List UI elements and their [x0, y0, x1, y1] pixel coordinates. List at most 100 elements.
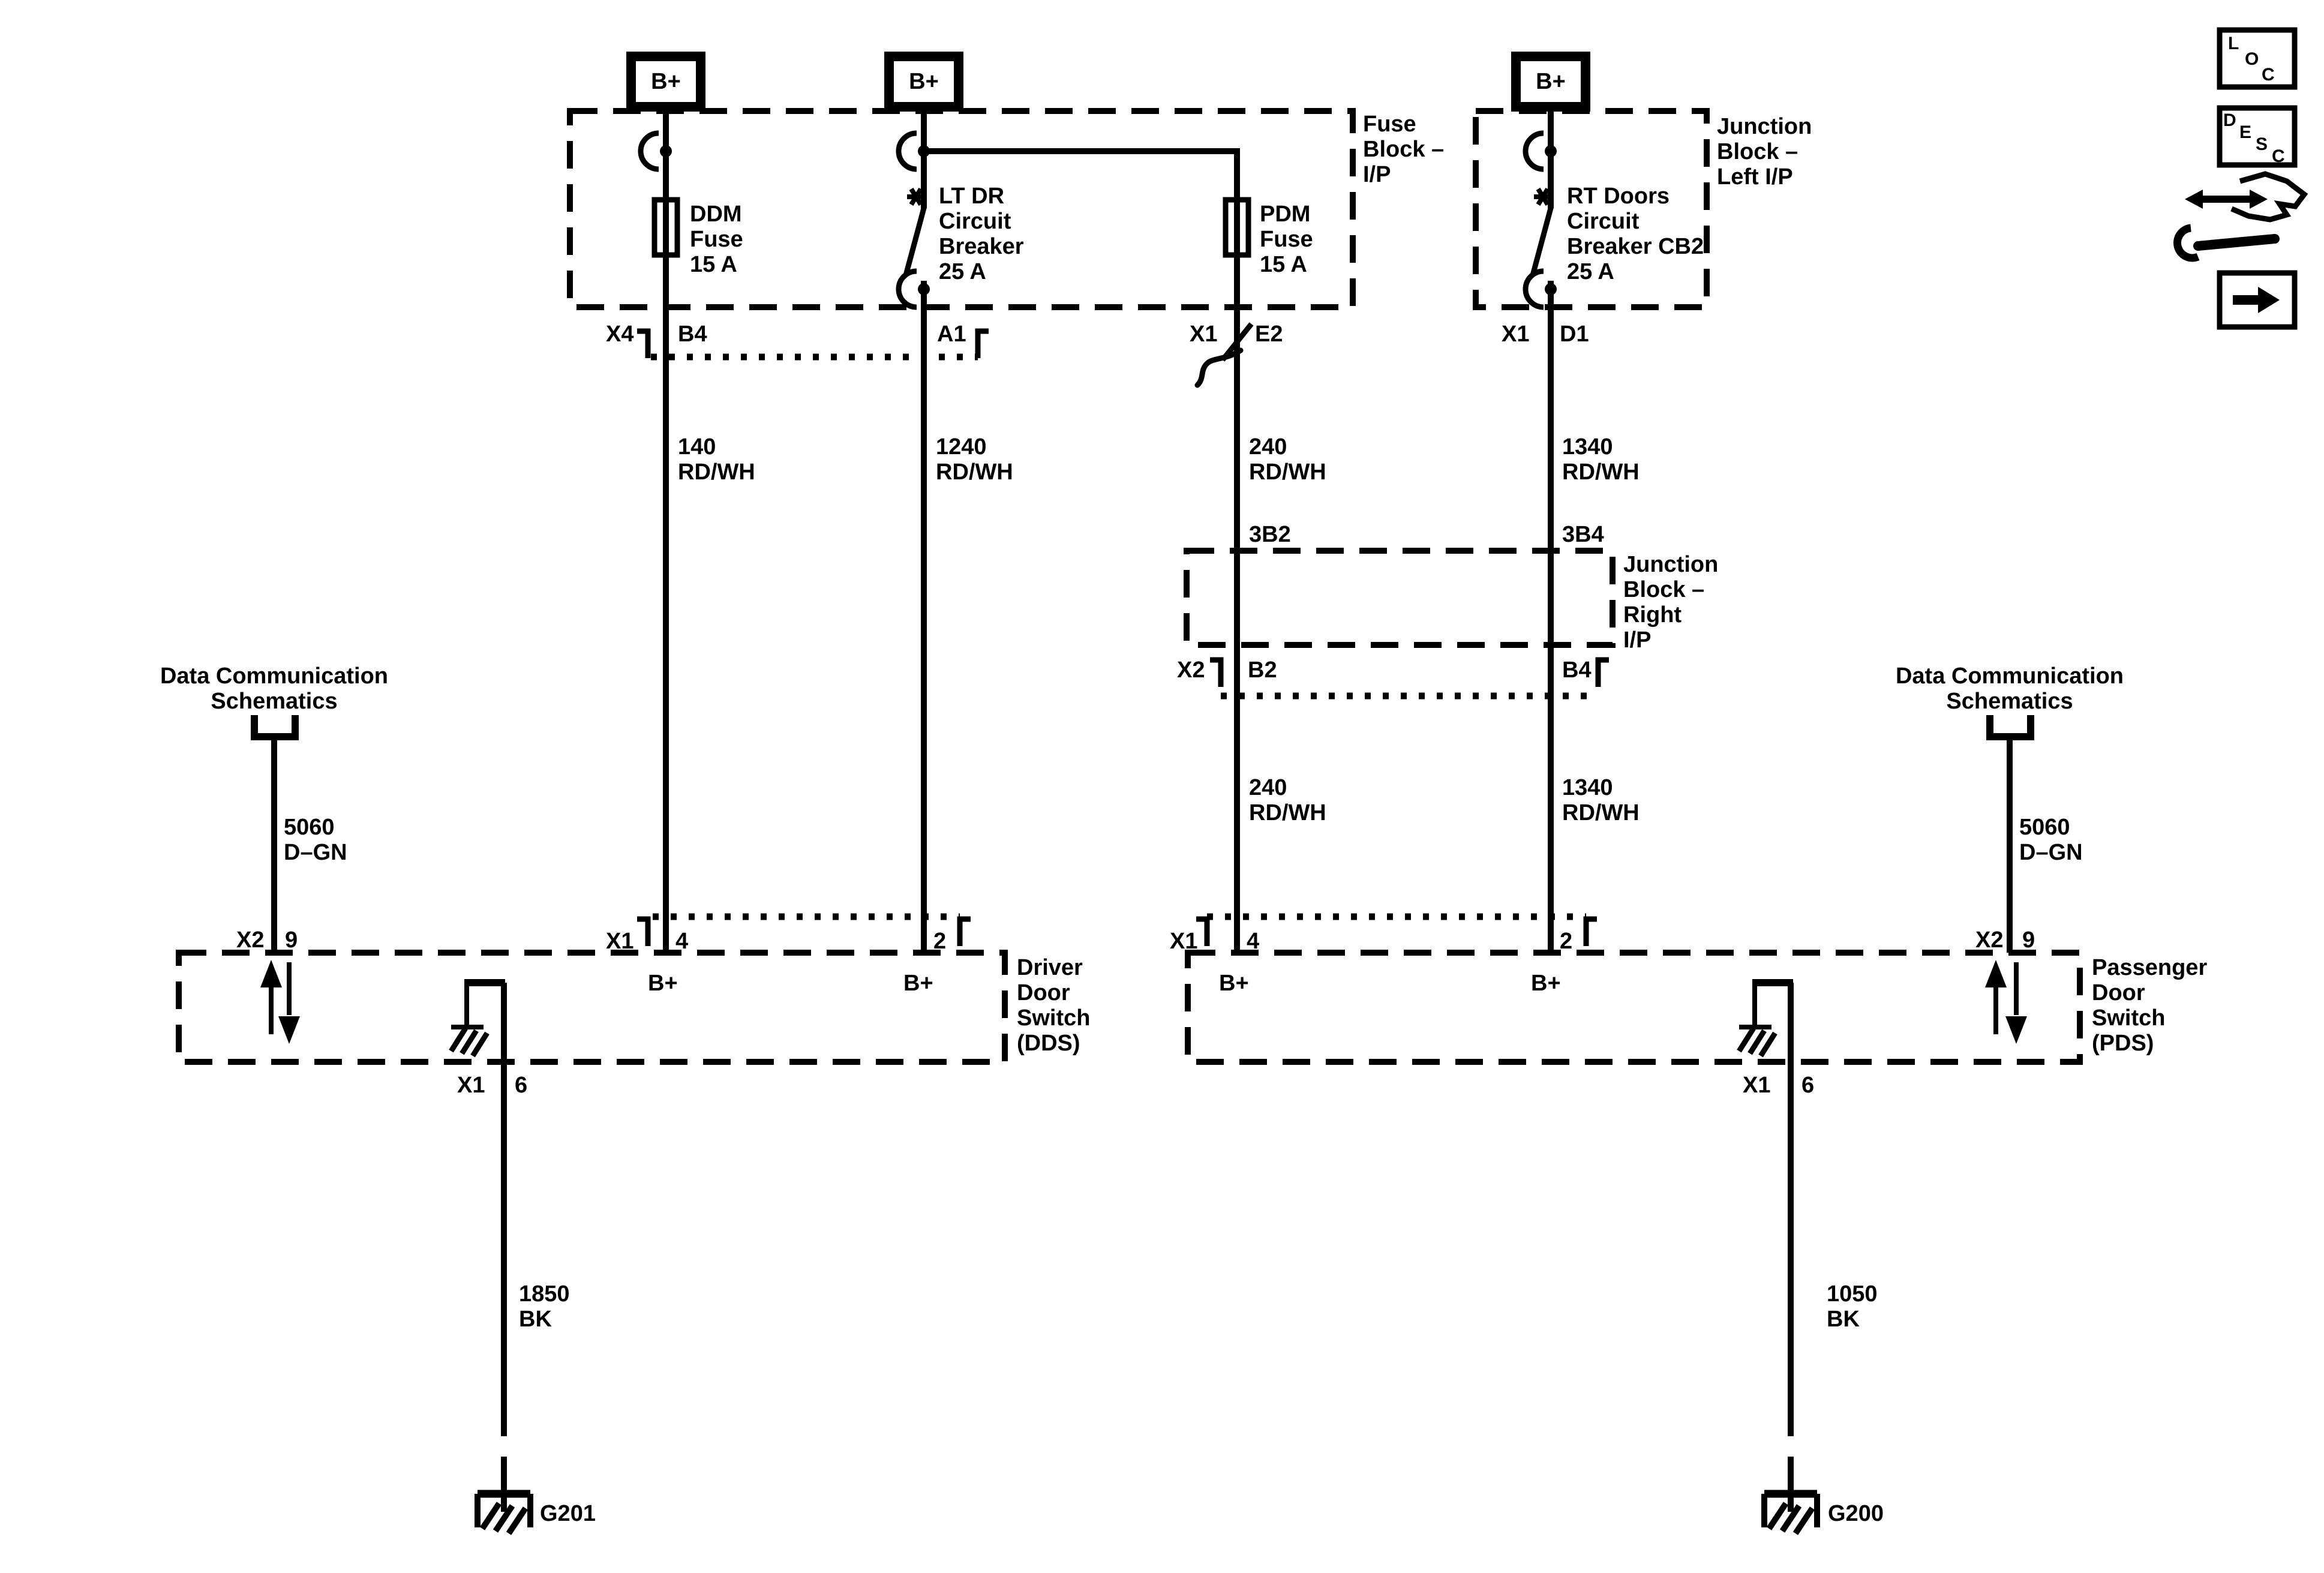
ddm-fuse-symbol: [651, 197, 680, 258]
wire-1340-circuit-a: 1340: [1562, 434, 1613, 460]
loc-letter-l: L: [2228, 34, 2239, 53]
junction-left-title-1: Junction: [1717, 114, 1812, 139]
pds-internal-ground: [1737, 979, 1793, 1058]
ground-g200-label: G200: [1828, 1501, 1884, 1526]
bplus-tap-box-1: [626, 52, 705, 112]
wire-1340-color-a: RD/WH: [1562, 460, 1640, 485]
ground-symbol-g201: [475, 1490, 533, 1535]
pin-x1-pds-gnd: X1: [1743, 1073, 1771, 1098]
junction-right-title-4: I/P: [1623, 628, 1652, 653]
rtdoors-breaker-label-2: Circuit: [1567, 209, 1640, 234]
pin-x1-dds-gnd: X1: [457, 1073, 485, 1098]
desc-letter-e: E: [2239, 122, 2252, 142]
dds-internal-ground: [449, 979, 505, 1058]
dcs-title-right-2: Schematics: [1946, 689, 2073, 714]
wire-240-circuit-b: 240: [1249, 775, 1287, 800]
dds-title-1: Driver: [1017, 955, 1083, 980]
junction-block-left-box: [1473, 108, 1710, 310]
pin-3b4: 3B4: [1562, 522, 1604, 547]
ltdr-breaker-label-2: Circuit: [939, 209, 1011, 234]
offpage-bracket-left: [251, 715, 299, 740]
pin-b2-jbr: B2: [1248, 658, 1277, 683]
wire-1340-color-b: RD/WH: [1562, 800, 1640, 825]
desc-button[interactable]: [2217, 105, 2298, 168]
rtdoors-breaker-label-3: Breaker CB2: [1567, 234, 1704, 259]
loc-letter-c: C: [2262, 65, 2275, 85]
junction-right-title-3: Right: [1623, 602, 1682, 628]
pin-d1: D1: [1560, 322, 1589, 347]
harness-clip-symbol: [1194, 347, 1244, 388]
ltdr-breaker-label-1: LT DR: [939, 184, 1005, 209]
pin-x2-jbr: X2: [1177, 658, 1205, 683]
pin-3b2: 3B2: [1249, 522, 1291, 547]
pin-x1-pdm: X1: [1190, 322, 1218, 347]
pds-title-1: Passenger: [2092, 955, 2208, 980]
dds-title-2: Door: [1017, 980, 1070, 1005]
dcs-title-left-2: Schematics: [211, 689, 338, 714]
offpage-bracket-right: [1986, 715, 2034, 740]
wire-240-circuit-a: 240: [1249, 434, 1287, 460]
desc-letter-c: C: [2272, 146, 2285, 166]
pds-bplus-1: B+: [1219, 971, 1249, 996]
ltdr-breaker-label-4: 25 A: [939, 259, 986, 284]
wire-1850-color: BK: [519, 1307, 552, 1332]
ground-symbol-g200: [1761, 1490, 1820, 1535]
wire-140-circuit: 140: [678, 434, 716, 460]
dds-title-4: (DDS): [1017, 1031, 1080, 1056]
wire-240-color-b: RD/WH: [1249, 800, 1326, 825]
wire-1240-circuit: 1240: [936, 434, 987, 460]
pds-bplus-2: B+: [1531, 971, 1561, 996]
terminal-hook-rtdoors-top: [1523, 130, 1557, 172]
ltdr-breaker-symbol: [903, 187, 927, 276]
wire-5060-circuit-left: 5060: [284, 815, 335, 840]
ground-g201-label: G201: [540, 1501, 596, 1526]
connector-row-dds: [637, 913, 971, 946]
bplus-tap-label-3: B+: [1536, 69, 1566, 94]
pin-6-pds: 6: [1801, 1073, 1815, 1098]
repair-tool-icon[interactable]: [2173, 171, 2308, 262]
loc-button[interactable]: [2217, 27, 2298, 90]
junction-left-title-3: Left I/P: [1717, 164, 1793, 190]
pin-9-pds: 9: [2022, 927, 2035, 953]
pds-title-3: Switch: [2092, 1005, 2166, 1031]
connector-row-junction-right: [1210, 657, 1609, 700]
pin-a1: A1: [937, 322, 966, 347]
junction-left-title-2: Block –: [1717, 139, 1798, 164]
junction-right-title-2: Block –: [1623, 577, 1705, 602]
window-down-arrow-pds: [2005, 962, 2027, 1044]
ddm-fuse-label-3: 15 A: [690, 252, 737, 277]
pin-2-pds: 2: [1560, 929, 1573, 954]
wire-1850-circuit: 1850: [519, 1281, 570, 1307]
pin-6-dds: 6: [515, 1073, 528, 1098]
desc-letter-s: S: [2256, 134, 2268, 154]
pin-x1-rtdoors: X1: [1502, 322, 1530, 347]
fuse-block-title-3: I/P: [1363, 162, 1391, 187]
ddm-fuse-label-2: Fuse: [690, 227, 743, 252]
rtdoors-breaker-label-4: 25 A: [1567, 259, 1614, 284]
passenger-door-switch-box: [1185, 950, 2083, 1065]
pin-x1-pds: X1: [1170, 929, 1198, 954]
wire-5060-color-left: D–GN: [284, 840, 347, 865]
pds-title-2: Door: [2092, 980, 2145, 1005]
dcs-title-left-1: Data Communication: [160, 664, 389, 689]
dcs-title-right-1: Data Communication: [1895, 664, 2124, 689]
wire-240-rd-wh: [924, 148, 1240, 953]
pdm-fuse-label-2: Fuse: [1260, 227, 1313, 252]
bplus-tap-box-3: [1511, 52, 1590, 112]
forward-arrow-button[interactable]: [2217, 270, 2298, 330]
wire-5060-circuit-right: 5060: [2019, 815, 2070, 840]
fuse-block-title-1: Fuse: [1363, 112, 1416, 137]
connector-row-fuse-output: [637, 328, 989, 361]
junction-right-title-1: Junction: [1623, 552, 1719, 577]
rtdoors-breaker-label-1: RT Doors: [1567, 184, 1670, 209]
pin-x2-pds: X2: [1975, 927, 2004, 953]
pin-4-pds: 4: [1247, 929, 1260, 954]
pin-9-dds: 9: [285, 927, 298, 953]
pin-x4: X4: [606, 322, 634, 347]
bplus-tap-label-2: B+: [909, 69, 939, 94]
ltdr-breaker-label-3: Breaker: [939, 234, 1024, 259]
pds-title-4: (PDS): [2092, 1031, 2154, 1056]
terminal-hook-ddm: [638, 130, 672, 172]
bplus-tap-label-1: B+: [651, 69, 681, 94]
wire-1050-circuit: 1050: [1827, 1281, 1878, 1307]
